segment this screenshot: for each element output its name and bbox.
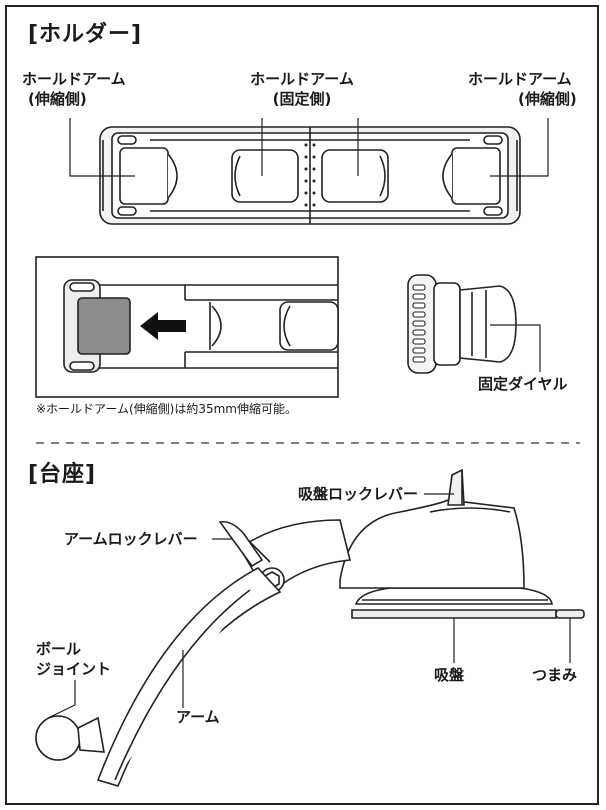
arm-label: アーム	[176, 708, 220, 726]
arm-center-label-line2: (固定側)	[272, 90, 332, 108]
arm-lock-lever-label: アームロックレバー	[64, 530, 198, 548]
arm-left-label-line1: ホールドアーム	[22, 70, 126, 88]
holder-top-view	[99, 126, 521, 225]
extension-note: ※ホールドアーム(伸縮側)は約35mm伸縮可能。	[36, 402, 297, 416]
ball-joint-label-line2: ジョイント	[36, 660, 112, 678]
suction-lock-lever-label: 吸盤ロックレバー	[298, 485, 419, 503]
dial-drawing	[407, 274, 517, 374]
tab-label: つまみ	[532, 666, 578, 684]
arm-right-label-line2: (伸縮側)	[518, 90, 577, 108]
base-section-title: [台座]	[28, 462, 97, 487]
arm-right-label-line1: ホールドアーム	[468, 70, 572, 88]
arm-left-label-line2: (伸縮側)	[28, 90, 87, 108]
dial-leader-line	[490, 324, 541, 372]
base-leader-lines	[47, 493, 571, 719]
dial-label: 固定ダイヤル	[478, 375, 568, 393]
arrow-left-icon	[140, 312, 186, 340]
arm-center-label-line1: ホールドアーム	[250, 70, 354, 88]
extension-detail	[35, 256, 339, 398]
base-drawing	[35, 468, 585, 787]
ball-joint-label-line1: ボール	[36, 640, 82, 658]
suction-cup-label: 吸盤	[434, 666, 465, 684]
holder-section-title: [ホルダー]	[28, 22, 143, 47]
holder-leader-lines	[69, 118, 549, 177]
